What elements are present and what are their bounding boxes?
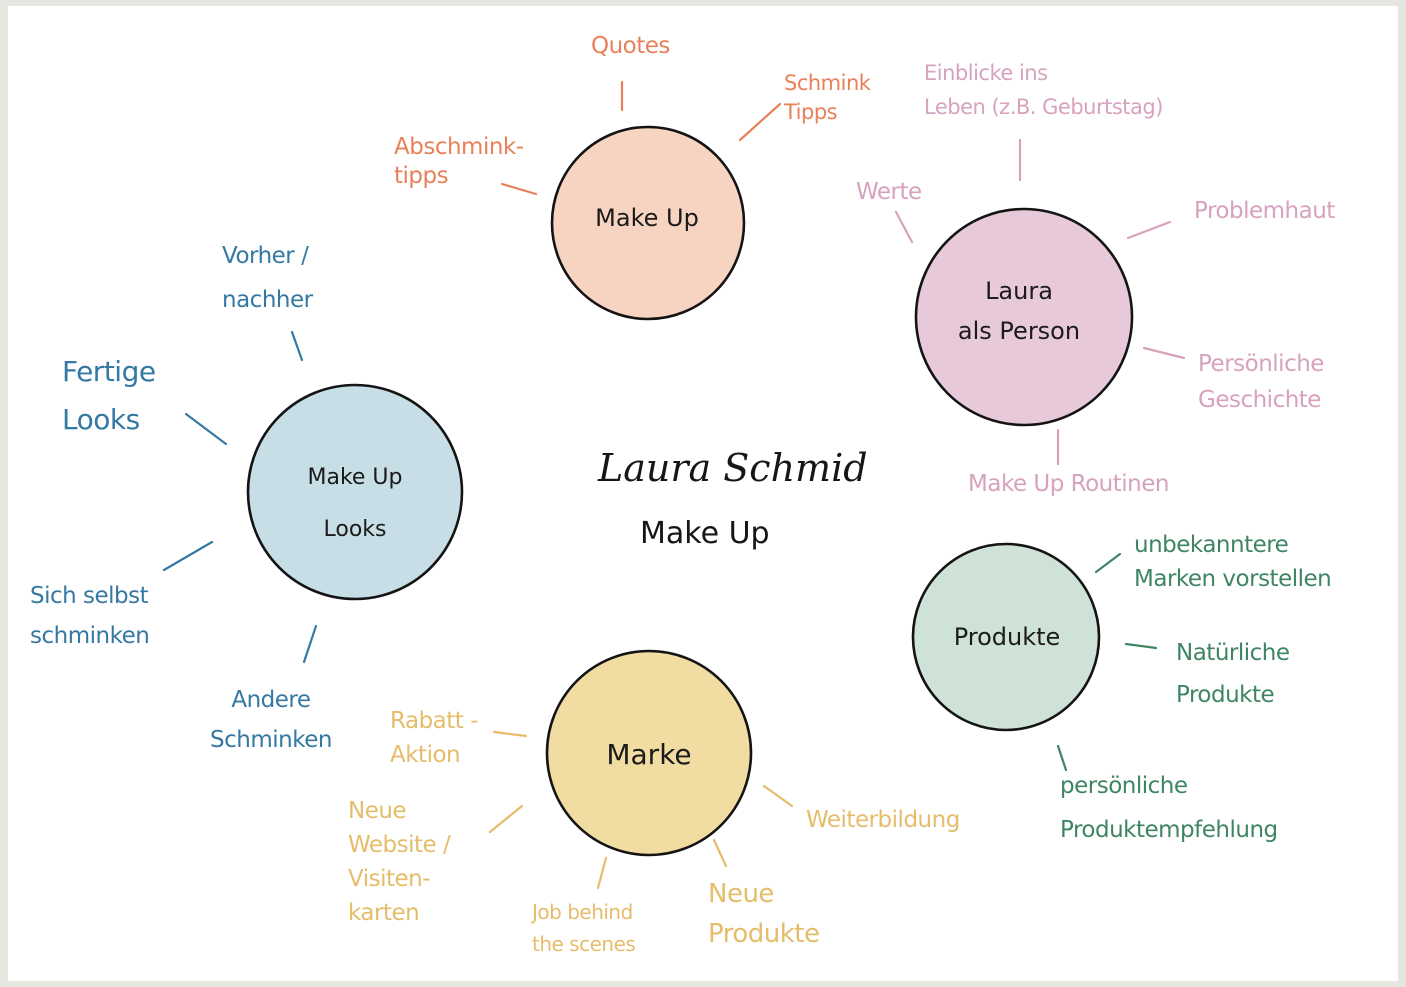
- line-sich-selbst: [162, 540, 214, 572]
- line-rabatt: [492, 730, 528, 738]
- node-person-circle: [914, 207, 1134, 427]
- branch-problemhaut: Problemhaut: [1194, 198, 1335, 224]
- branch-abschmink-tipps: Abschmink- tipps: [394, 134, 524, 189]
- line-problemhaut: [1126, 220, 1172, 240]
- branch-andere-schminken: Andere Schminken: [210, 687, 332, 753]
- line-andere: [302, 624, 318, 664]
- branch-natuerliche-produkte: Natürliche Produkte: [1176, 640, 1290, 708]
- node-produkte-circle: [911, 542, 1101, 732]
- line-website: [488, 804, 524, 834]
- mindmap-canvas: Laura Schmid Make Up Make Up Laura als P…: [8, 6, 1398, 981]
- branch-vorher-nachher: Vorher / nachher: [222, 243, 313, 313]
- branch-einblicke: Einblicke ins Leben (z.B. Geburtstag): [924, 61, 1163, 119]
- central-subtitle: Make Up: [640, 516, 770, 551]
- branch-persoenliche-geschichte: Persönliche Geschichte: [1198, 351, 1324, 413]
- node-produkte-label: Produkte: [953, 623, 1061, 651]
- line-vorher: [290, 330, 304, 362]
- branch-neue-website-visitenkarten: Neue Website / Visiten- karten: [348, 798, 451, 926]
- line-neue-produkte: [712, 838, 728, 868]
- line-natuerliche: [1124, 642, 1158, 650]
- branch-persoenliche-produktempfehlung: persönliche Produktempfehlung: [1060, 773, 1278, 843]
- line-empfehlung: [1056, 744, 1068, 772]
- branch-sich-selbst-schminken: Sich selbst schminken: [30, 583, 150, 649]
- branch-quotes: Quotes: [591, 33, 670, 59]
- branch-fertige-looks: Fertige Looks: [62, 355, 156, 436]
- node-makeup-circle: [550, 125, 746, 321]
- node-marke-label: Marke: [606, 738, 692, 771]
- central-title: Laura Schmid: [598, 446, 868, 490]
- branch-unbekanntere-marken: unbekanntere Marken vorstellen: [1134, 532, 1332, 592]
- line-weiterbildung: [762, 784, 794, 808]
- node-makeup-label: Make Up: [595, 204, 699, 232]
- line-job: [596, 856, 608, 890]
- branch-neue-produkte: Neue Produkte: [708, 879, 820, 949]
- branch-werte: Werte: [856, 179, 922, 205]
- connector-layer: [162, 80, 1186, 890]
- line-geschichte: [1142, 346, 1186, 360]
- node-looks-circle: [246, 383, 464, 601]
- branch-job-behind-the-scenes: Job behind the scenes: [532, 900, 636, 956]
- branch-make-up-routinen: Make Up Routinen: [968, 471, 1169, 497]
- line-schmink-tipps: [738, 102, 782, 142]
- branch-rabatt-aktion: Rabatt - Aktion: [390, 708, 478, 768]
- line-fertige: [184, 412, 228, 446]
- node-marke-circle: [545, 649, 753, 857]
- line-unbekanntere: [1094, 552, 1122, 574]
- node-person-label: Laura als Person: [957, 277, 1081, 345]
- branch-schmink-tipps: Schmink Tipps: [784, 71, 871, 124]
- line-werte: [894, 210, 914, 244]
- node-looks-label: Make Up Looks: [307, 465, 403, 542]
- line-abschmink: [500, 182, 538, 196]
- branch-weiterbildung: Weiterbildung: [806, 807, 960, 833]
